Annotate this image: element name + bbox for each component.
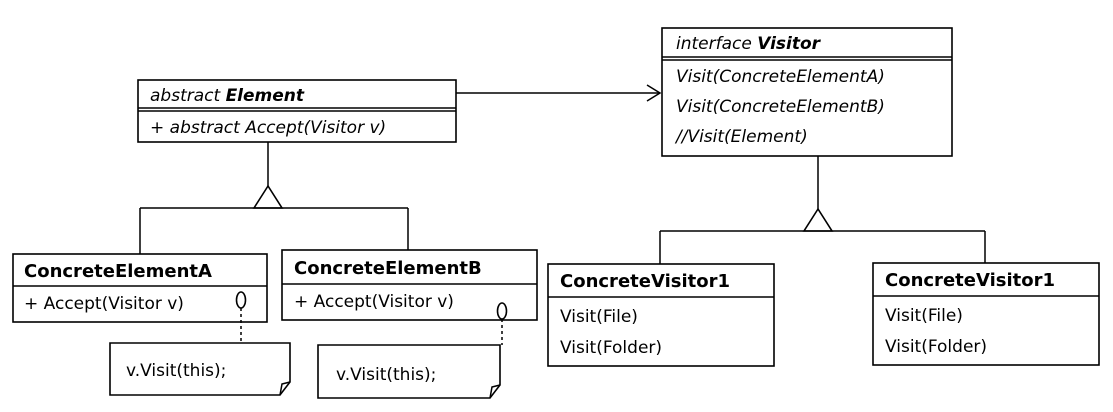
element-inheritance	[139, 142, 409, 254]
concrete-element-a-method: + Accept(Visitor v)	[24, 294, 184, 314]
note-a: v.Visit(this);	[109, 342, 291, 396]
note-b: v.Visit(this);	[317, 344, 501, 399]
concrete-element-b-box	[281, 249, 538, 321]
note-a-text: v.Visit(this);	[126, 361, 226, 381]
visitor-generalization-triangle	[802, 207, 834, 232]
concrete-element-a-title: ConcreteElementA	[24, 261, 212, 282]
concrete-visitor-left-title: ConcreteVisitor1	[560, 271, 730, 292]
concrete-visitor-right-box	[872, 262, 1100, 366]
concrete-element-b-method: + Accept(Visitor v)	[294, 292, 454, 312]
element-accept-method: + abstract Accept(Visitor v)	[150, 118, 386, 138]
note-b-fold	[489, 384, 501, 399]
concrete-visitor-right-method-0: Visit(File)	[885, 306, 963, 326]
note-a-shape	[109, 342, 291, 396]
visitor-method-0: Visit(ConcreteElementA)	[676, 67, 885, 87]
concrete-element-a-note-anchor	[235, 291, 247, 309]
note-b-shape	[317, 344, 501, 399]
concrete-element-a: ConcreteElementA + Accept(Visitor v)	[12, 253, 268, 343]
element-class: abstract Element + abstract Accept(Visit…	[137, 79, 457, 143]
concrete-element-a-box	[12, 253, 268, 323]
concrete-visitor-left-box	[547, 263, 775, 367]
concrete-element-b: ConcreteElementB + Accept(Visitor v)	[281, 249, 538, 345]
association-arrowhead	[646, 84, 662, 102]
note-a-fold	[279, 381, 291, 396]
visitor-title-name: Visitor	[757, 34, 821, 54]
concrete-visitor-left: ConcreteVisitor1 Visit(File) Visit(Folde…	[547, 263, 775, 367]
note-b-text: v.Visit(this);	[336, 365, 436, 385]
visitor-title-prefix: interface	[676, 34, 752, 54]
concrete-visitor-left-method-1: Visit(Folder)	[560, 338, 662, 358]
visitor-interface-title: interface Visitor	[676, 34, 822, 54]
visitor-interface: interface Visitor Visit(ConcreteElementA…	[661, 27, 953, 157]
element-generalization-triangle	[252, 184, 284, 209]
concrete-visitor-right: ConcreteVisitor1 Visit(File) Visit(Folde…	[872, 262, 1100, 366]
visitor-method-2: //Visit(Element)	[674, 127, 808, 147]
element-title-name: Element	[226, 86, 305, 106]
visitor-method-1: Visit(ConcreteElementB)	[676, 97, 885, 117]
concrete-element-b-title: ConcreteElementB	[294, 258, 482, 279]
element-title-prefix: abstract	[150, 86, 221, 106]
visitor-interface-box	[661, 27, 953, 157]
element-class-title: abstract Element	[150, 86, 305, 106]
concrete-element-b-note-anchor	[496, 302, 508, 320]
concrete-visitor-left-method-0: Visit(File)	[560, 307, 638, 327]
association-arrow	[456, 84, 662, 102]
visitor-inheritance	[659, 156, 986, 264]
concrete-visitor-right-title: ConcreteVisitor1	[885, 270, 1055, 291]
concrete-visitor-right-method-1: Visit(Folder)	[885, 337, 987, 357]
